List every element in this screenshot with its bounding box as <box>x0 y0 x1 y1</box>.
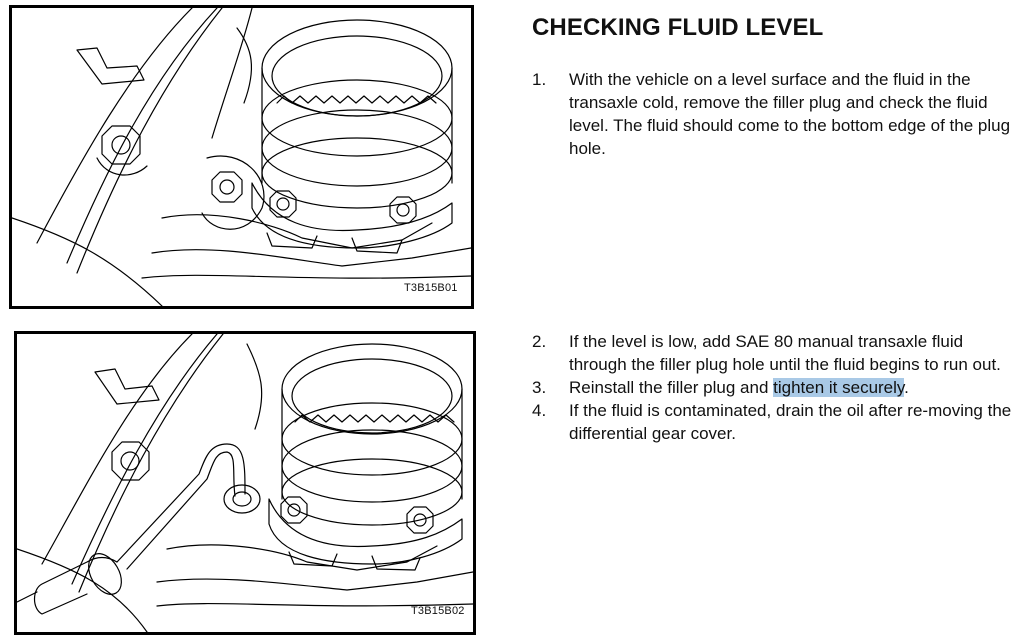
step-text: If the level is low, add SAE 80 manual t… <box>569 332 1001 374</box>
step-text: If the fluid is contaminated, drain the … <box>569 401 1012 443</box>
transaxle-illustration <box>12 8 471 306</box>
figure-checking-fluid: T3B15B01 <box>9 5 474 309</box>
figure-adding-fluid: T3B15B02 <box>14 331 476 635</box>
steps-list-a: 1. With the vehicle on a level surface a… <box>532 68 1012 160</box>
step-item: 4. If the fluid is contaminated, drain t… <box>532 399 1012 445</box>
step-number: 2. <box>532 332 547 351</box>
step-item: 3. Reinstall the filler plug and tighten… <box>532 376 1012 399</box>
step-text-before: Reinstall the filler plug and <box>569 378 774 397</box>
text-selection-highlight[interactable]: tighten it securely <box>773 378 905 397</box>
filler-plug-wrench-illustration <box>17 334 473 632</box>
step-number: 3. <box>532 378 547 397</box>
step-number: 4. <box>532 401 547 420</box>
step-item: 2. If the level is low, add SAE 80 manua… <box>532 330 1012 376</box>
page-title: CHECKING FLUID LEVEL <box>532 14 824 41</box>
figure-code: T3B15B02 <box>411 605 465 617</box>
steps-list-b: 2. If the level is low, add SAE 80 manua… <box>532 330 1012 445</box>
step-text-after: . <box>904 378 909 397</box>
step-number: 1. <box>532 70 547 89</box>
step-item: 1. With the vehicle on a level surface a… <box>532 68 1012 160</box>
step-text: With the vehicle on a level surface and … <box>569 70 1011 158</box>
figure-code: T3B15B01 <box>404 282 458 294</box>
